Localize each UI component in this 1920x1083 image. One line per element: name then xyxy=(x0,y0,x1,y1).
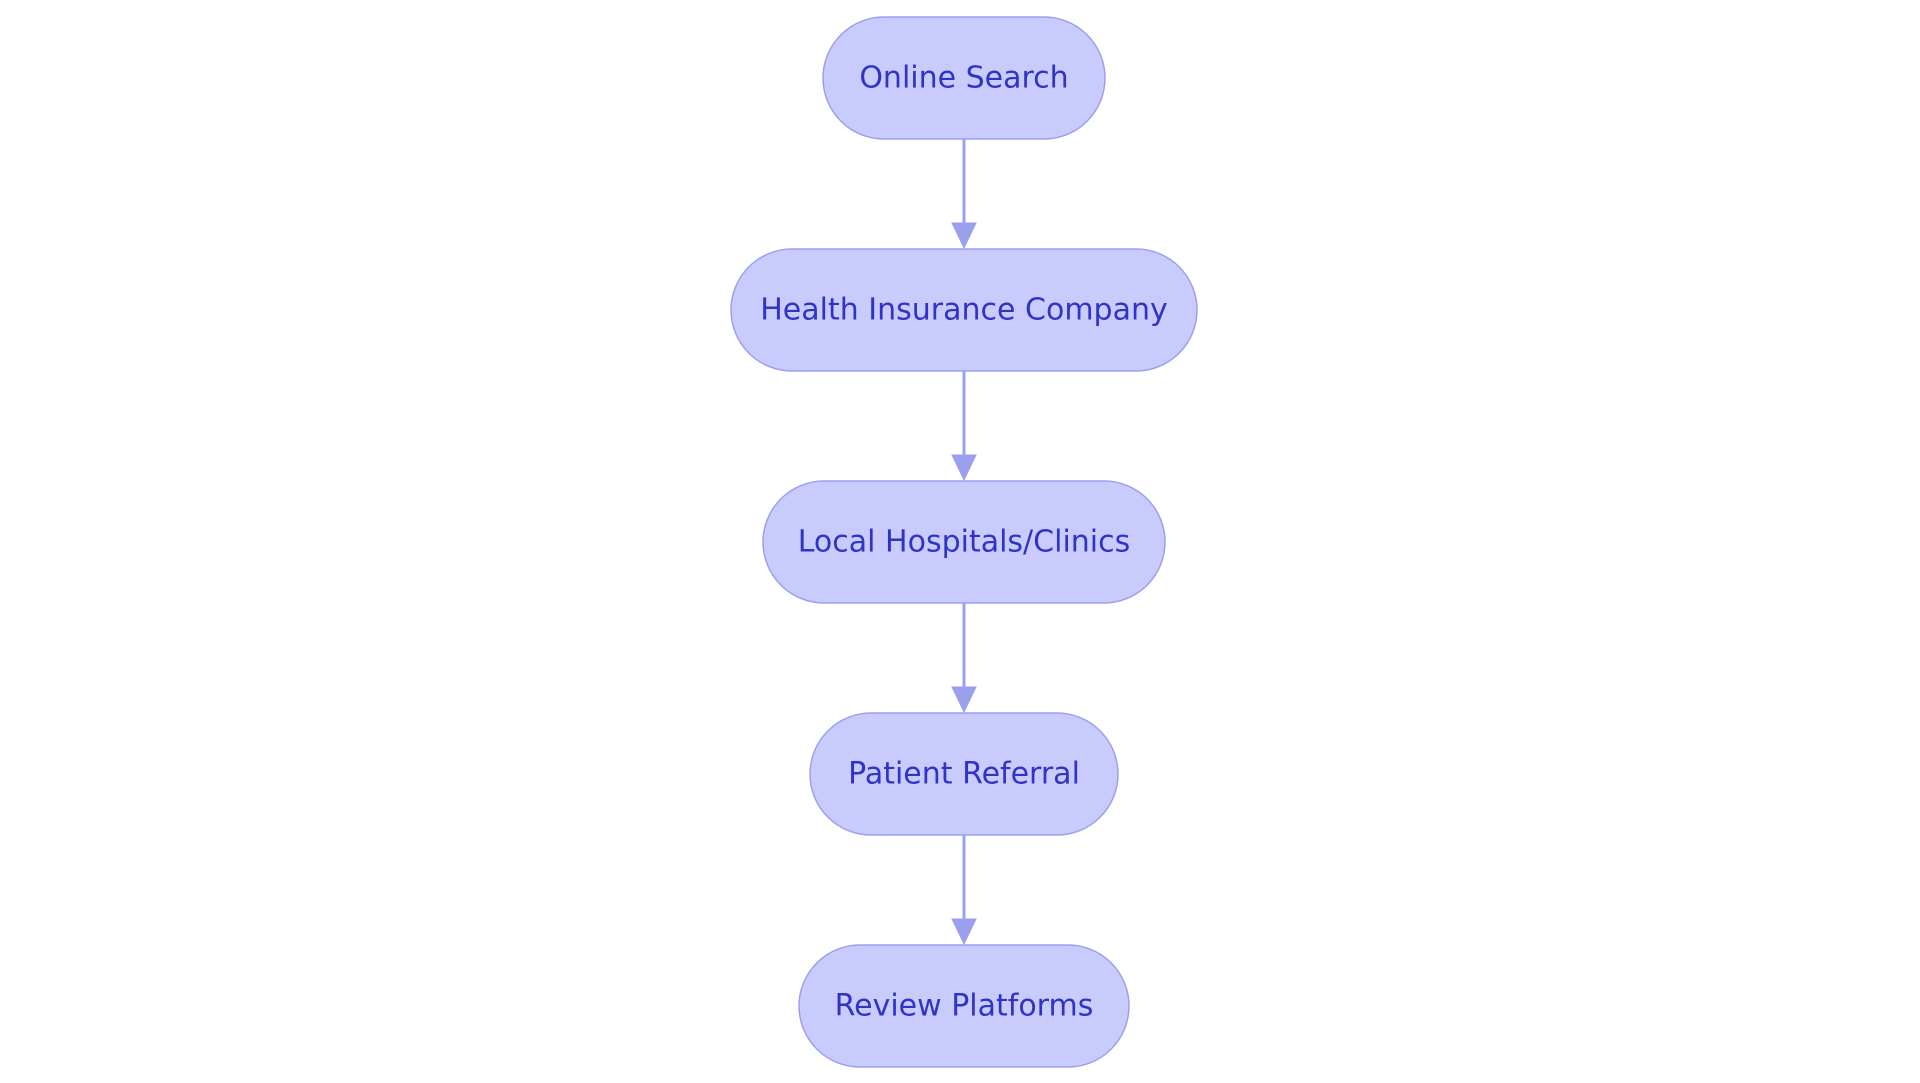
edge-patient-referral-to-review-platforms xyxy=(951,835,977,946)
arrowhead-icon xyxy=(951,454,977,482)
node-label: Local Hospitals/Clinics xyxy=(798,525,1131,560)
node-label: Online Search xyxy=(859,61,1068,96)
arrowhead-icon xyxy=(951,222,977,250)
node-shape xyxy=(822,16,1106,140)
node-label: Review Platforms xyxy=(835,989,1094,1024)
arrowhead-icon xyxy=(951,918,977,946)
node-local-hospitals-clinics: Local Hospitals/Clinics xyxy=(762,480,1166,604)
edges-layer xyxy=(951,139,977,946)
node-shape xyxy=(809,712,1119,836)
node-online-search: Online Search xyxy=(822,16,1106,140)
node-label: Health Insurance Company xyxy=(760,293,1168,328)
edge-local-hospitals-clinics-to-patient-referral xyxy=(951,603,977,714)
node-patient-referral: Patient Referral xyxy=(809,712,1119,836)
node-label: Patient Referral xyxy=(848,757,1080,792)
edge-online-search-to-health-insurance-company xyxy=(951,139,977,250)
node-review-platforms: Review Platforms xyxy=(798,944,1130,1068)
node-shape xyxy=(798,944,1130,1068)
edge-health-insurance-company-to-local-hospitals-clinics xyxy=(951,371,977,482)
node-shape xyxy=(762,480,1166,604)
arrowhead-icon xyxy=(951,686,977,714)
node-shape xyxy=(730,248,1198,372)
node-health-insurance-company: Health Insurance Company xyxy=(730,248,1198,372)
